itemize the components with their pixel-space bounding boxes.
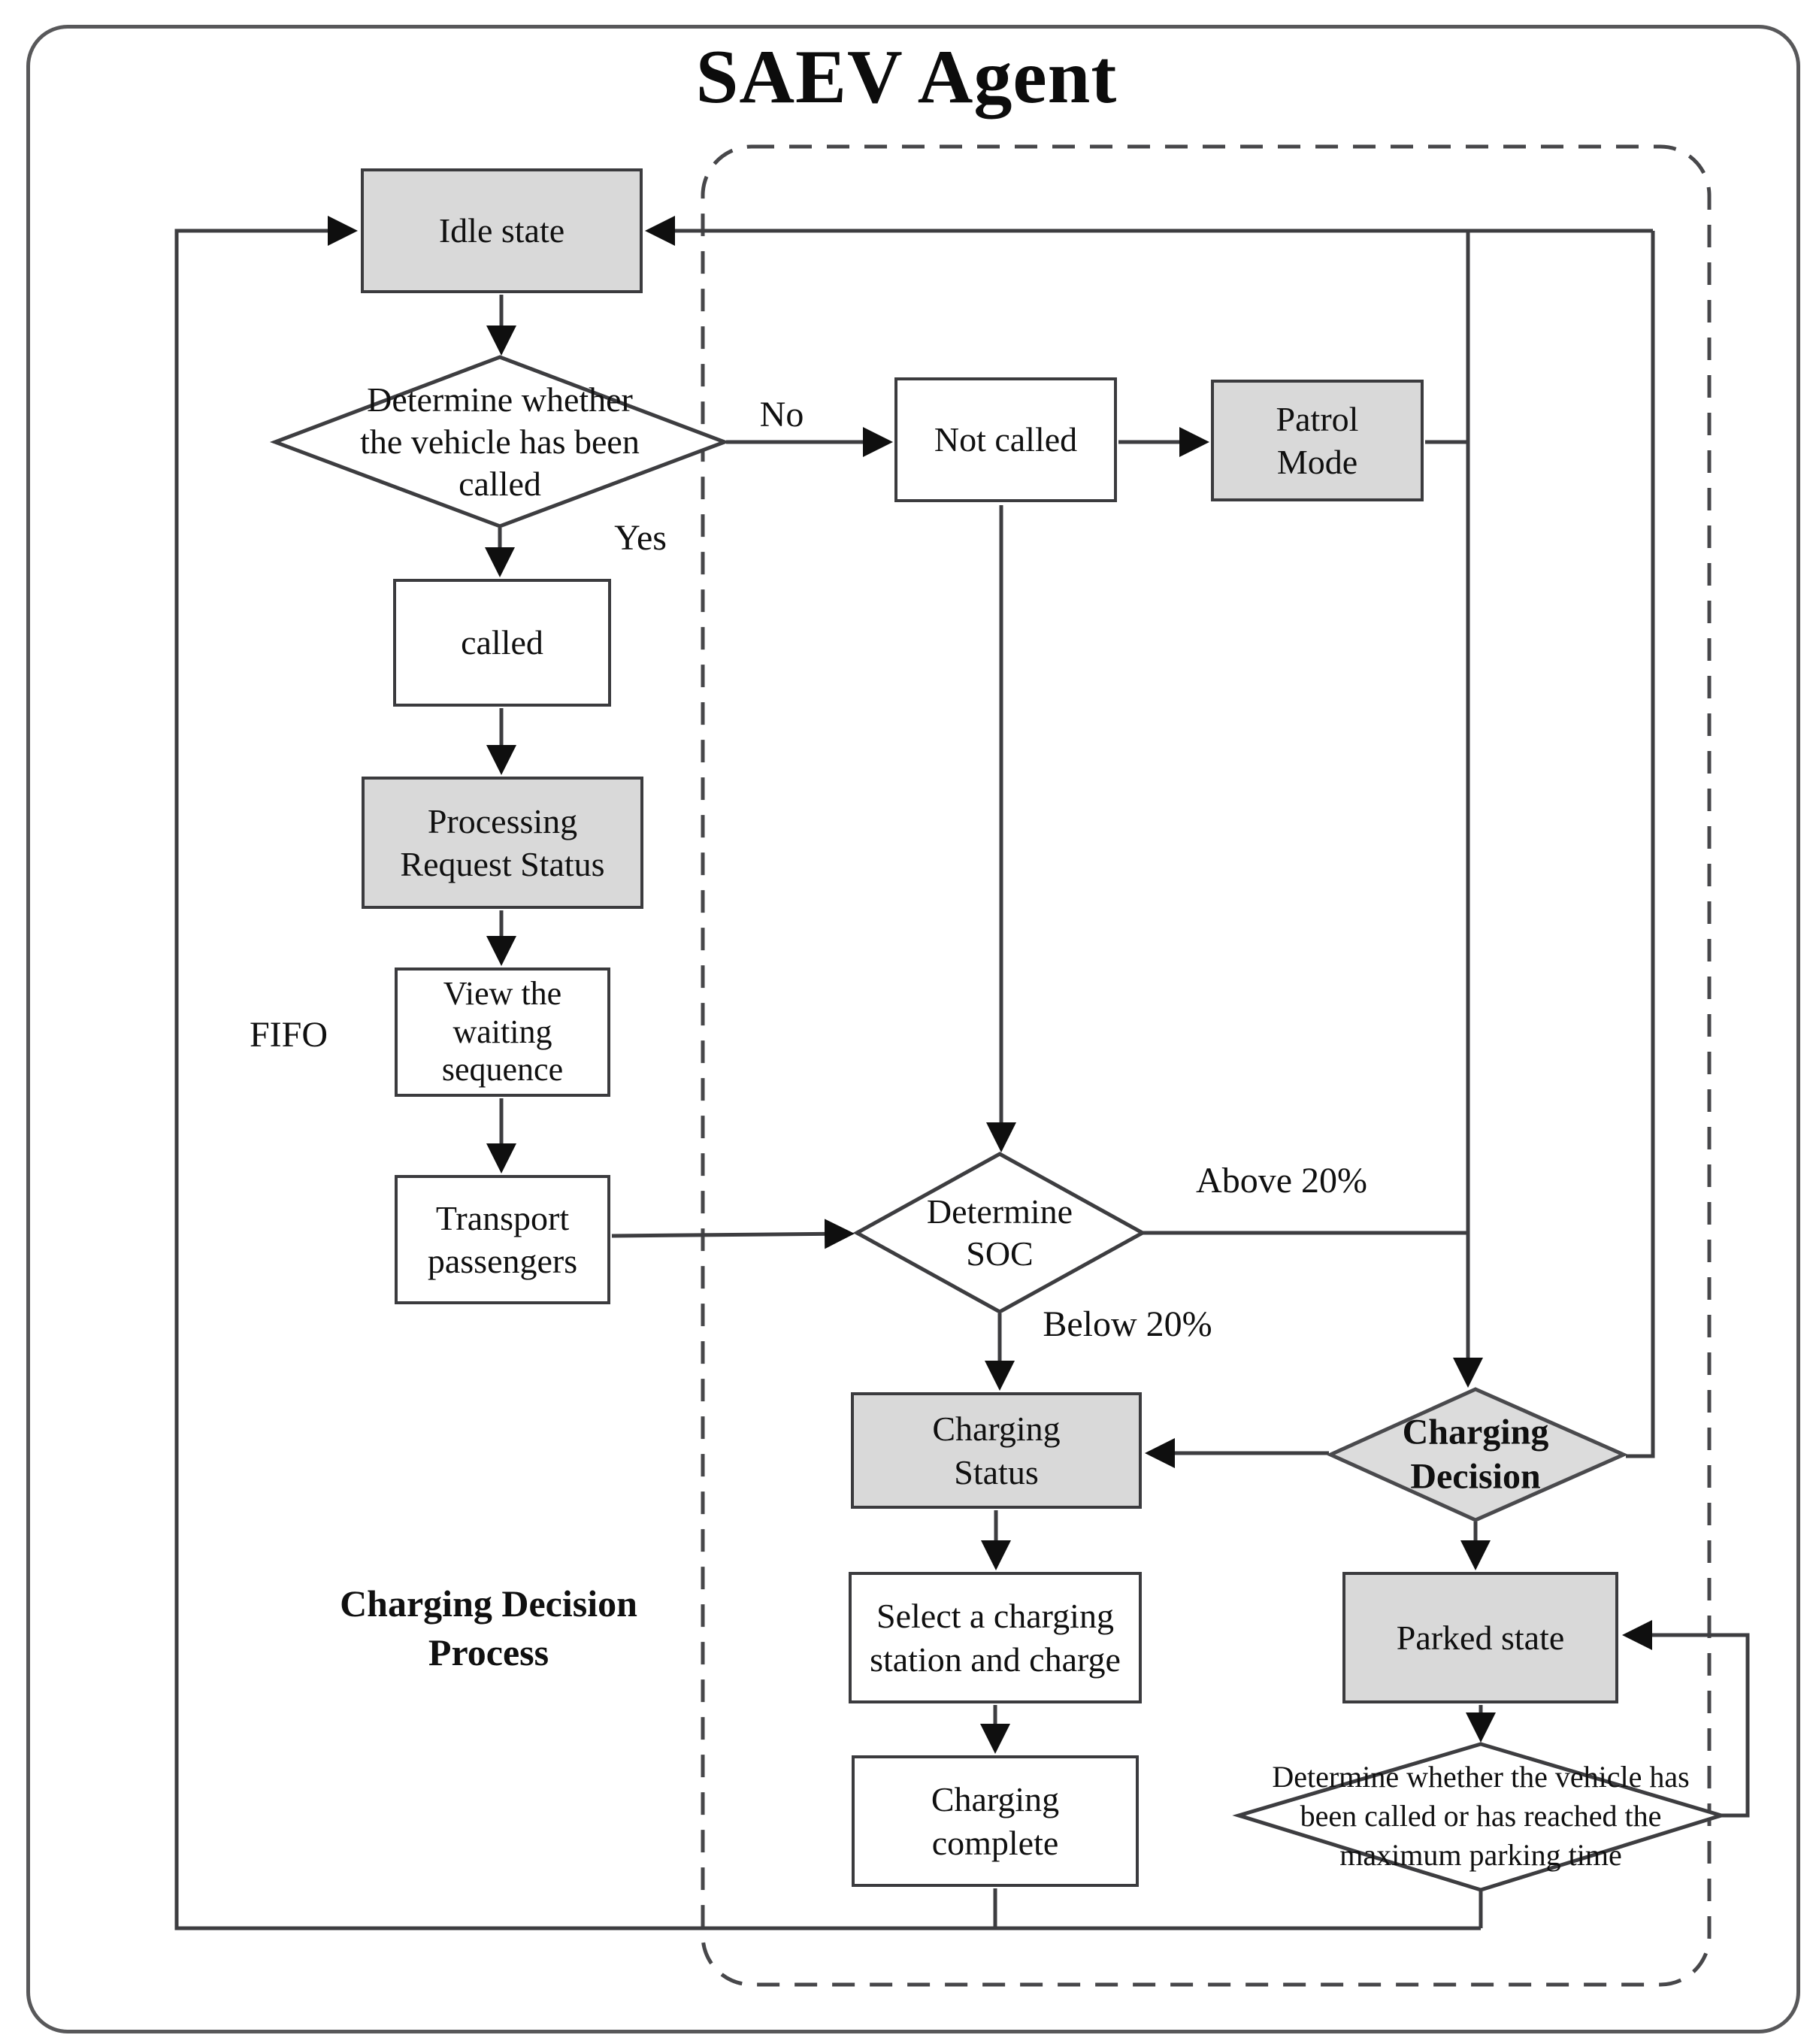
node-idle-state: Idle state: [361, 168, 643, 293]
edge-label-yes: Yes: [614, 518, 667, 559]
diagram-title: SAEV Agent: [695, 35, 1118, 120]
node-select-charging-station-label: Select a charging station and charge: [870, 1597, 1121, 1679]
decision-parking-check-shape: [1232, 1742, 1728, 1892]
node-parked-state-label: Parked state: [1396, 1618, 1565, 1657]
node-charging-complete-label: Charging complete: [931, 1780, 1060, 1862]
charging-decision-region-border: [701, 144, 1712, 1987]
edge-bottom-loop-to-idle: [174, 216, 1481, 1930]
edge-label-no: No: [759, 395, 804, 435]
node-not-called-label: Not called: [934, 420, 1078, 459]
node-patrol-mode-label: Patrol Mode: [1276, 399, 1359, 482]
node-processing-request-status: Processing Request Status: [362, 777, 643, 909]
edge-label-above-20: Above 20%: [1196, 1161, 1367, 1201]
region-label-charging-decision-process: Charging Decision Process: [340, 1582, 637, 1673]
decision-soc-shape: [852, 1152, 1147, 1314]
node-patrol-mode: Patrol Mode: [1211, 380, 1424, 501]
node-view-waiting-sequence: View the waiting sequence: [395, 967, 610, 1097]
node-charging-complete: Charging complete: [852, 1755, 1139, 1887]
edge-label-fifo: FIFO: [249, 1015, 328, 1055]
outer-border: [26, 25, 1800, 2033]
decision-charging-decision-shape: [1325, 1387, 1629, 1522]
node-transport-passengers: Transport passengers: [395, 1175, 610, 1304]
decision-vehicle-called-shape: [269, 355, 731, 528]
node-called-label: called: [461, 623, 543, 662]
edge-label-below-20: Below 20%: [1043, 1304, 1212, 1345]
node-not-called: Not called: [894, 377, 1117, 502]
edge-transport-to-soc: [611, 1219, 855, 1249]
node-view-waiting-sequence-label: View the waiting sequence: [441, 975, 564, 1089]
edge-parking-check-loop-to-parked: [1622, 1620, 1750, 1818]
node-called: called: [393, 579, 611, 707]
edge-charging-decision-right-up: [1626, 231, 1655, 1458]
decision-charging-decision-label: Charging Decision: [1402, 1412, 1549, 1496]
node-charging-status: Charging Status: [851, 1392, 1142, 1509]
decision-parking-check-label: Determine whether the vehicle has been c…: [1272, 1760, 1690, 1872]
node-idle-state-label: Idle state: [438, 211, 565, 250]
decision-vehicle-called-label: Determine whether the vehicle has been c…: [360, 380, 640, 504]
node-parked-state: Parked state: [1342, 1572, 1618, 1703]
node-select-charging-station: Select a charging station and charge: [849, 1572, 1142, 1703]
node-transport-passengers-label: Transport passengers: [427, 1198, 578, 1281]
decision-soc-label: Determine SOC: [926, 1192, 1073, 1273]
node-processing-request-status-label: Processing Request Status: [400, 801, 605, 884]
node-charging-status-label: Charging Status: [932, 1410, 1061, 1491]
